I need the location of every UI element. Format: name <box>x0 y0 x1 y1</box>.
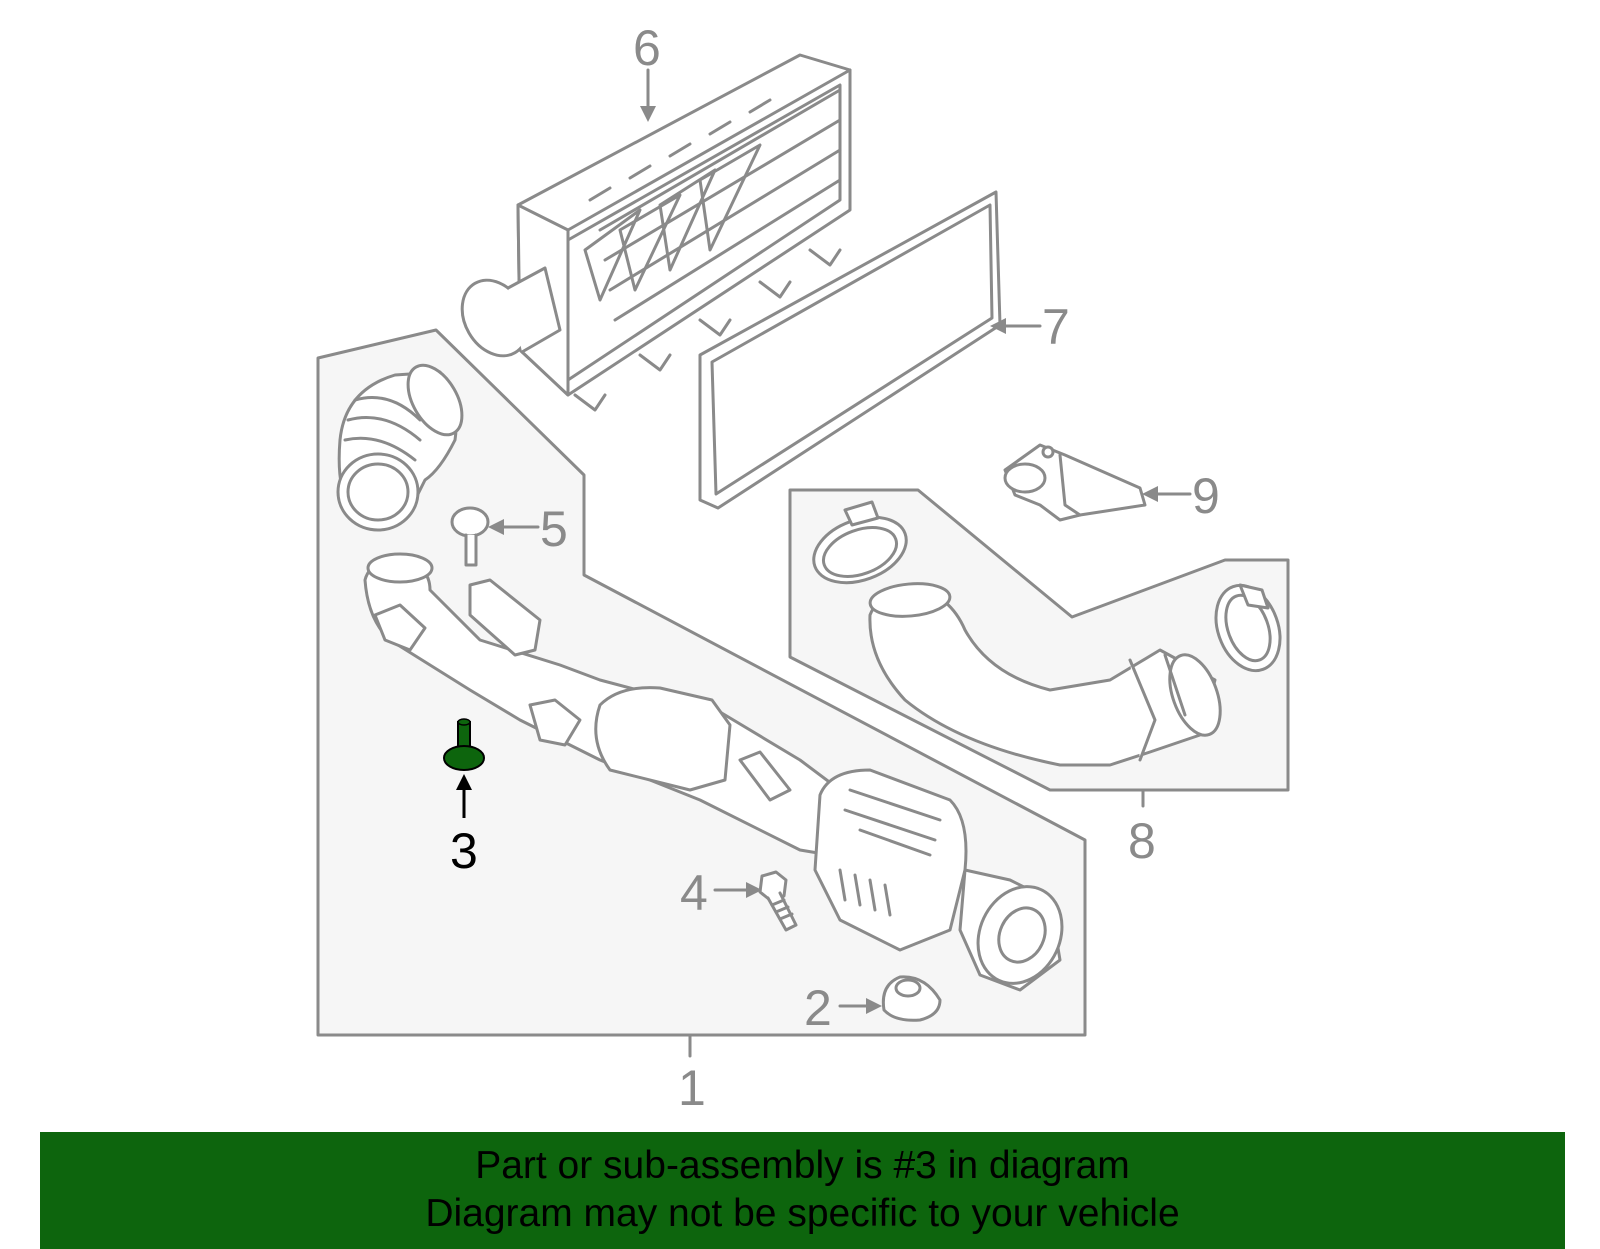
callout-4[interactable]: 4 <box>680 865 708 921</box>
clamp-left <box>812 500 908 585</box>
callout-8[interactable]: 8 <box>1128 813 1156 869</box>
upper-intake-hose <box>336 363 464 532</box>
banner-line-1: Part or sub-assembly is #3 in diagram <box>475 1144 1130 1187</box>
push-pin <box>450 506 490 567</box>
callout-2[interactable]: 2 <box>804 980 832 1036</box>
air-filter-element <box>698 190 1002 510</box>
air-cleaner-housing <box>460 53 852 412</box>
callout-1[interactable]: 1 <box>678 1060 706 1116</box>
clamp-right <box>1214 583 1282 673</box>
highlighted-part-3 <box>443 718 485 771</box>
callout-3[interactable]: 3 <box>450 823 478 879</box>
outlet-hose <box>868 582 1222 767</box>
maf-sensor <box>1003 443 1147 522</box>
info-banner: Part or sub-assembly is #3 in diagram Di… <box>40 1132 1565 1249</box>
intake-duct <box>363 552 1064 992</box>
grommet-2 <box>881 975 942 1022</box>
bolt-4 <box>758 870 798 932</box>
callout-9[interactable]: 9 <box>1192 468 1220 524</box>
callout-6[interactable]: 6 <box>633 20 661 76</box>
banner-line-2: Diagram may not be specific to your vehi… <box>425 1192 1180 1235</box>
callout-7[interactable]: 7 <box>1042 299 1070 355</box>
callout-5[interactable]: 5 <box>540 501 568 557</box>
